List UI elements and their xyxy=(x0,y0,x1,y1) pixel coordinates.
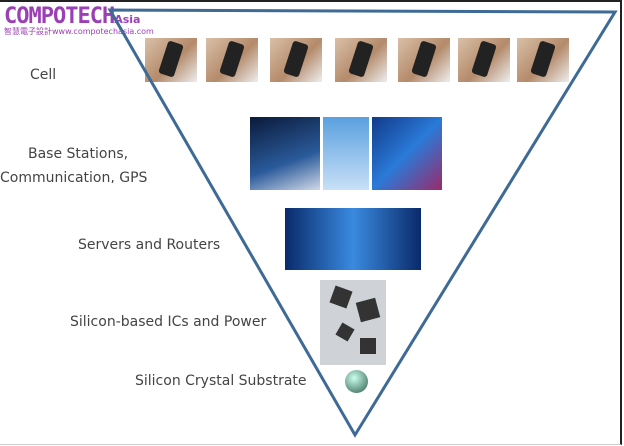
level-label-base-stations: Base Stations, xyxy=(28,146,129,162)
gps-satellite-image xyxy=(372,117,442,190)
level-label-substrate: Silicon Crystal Substrate xyxy=(135,373,307,389)
level-label-cell: Cell xyxy=(30,67,57,83)
cell-phone-image xyxy=(398,38,450,82)
cell-phone-image xyxy=(458,38,510,82)
cell-phone-image xyxy=(270,38,322,82)
cell-tower-image xyxy=(323,117,369,190)
level-label-servers: Servers and Routers xyxy=(78,237,221,253)
server-room-image xyxy=(285,208,421,270)
logo: COMPOTECHAsia 智慧電子設計www.compotechasia.co… xyxy=(4,4,154,37)
cell-phone-image xyxy=(145,38,197,82)
level-label-communication: Communication, GPS xyxy=(0,170,148,183)
logo-brand: COMPOTECH xyxy=(4,4,115,29)
cell-phone-image xyxy=(517,38,569,82)
level-label-ics: Silicon-based ICs and Power xyxy=(70,314,267,330)
satellite-image xyxy=(250,117,320,190)
logo-tagline: 智慧電子設計www.compotechasia.com xyxy=(4,27,154,36)
cell-phone-image xyxy=(335,38,387,82)
cell-phone-image xyxy=(206,38,258,82)
silicon-wafer-image xyxy=(345,370,368,393)
ic-chips-image xyxy=(320,280,386,365)
logo-suffix: Asia xyxy=(114,13,141,26)
